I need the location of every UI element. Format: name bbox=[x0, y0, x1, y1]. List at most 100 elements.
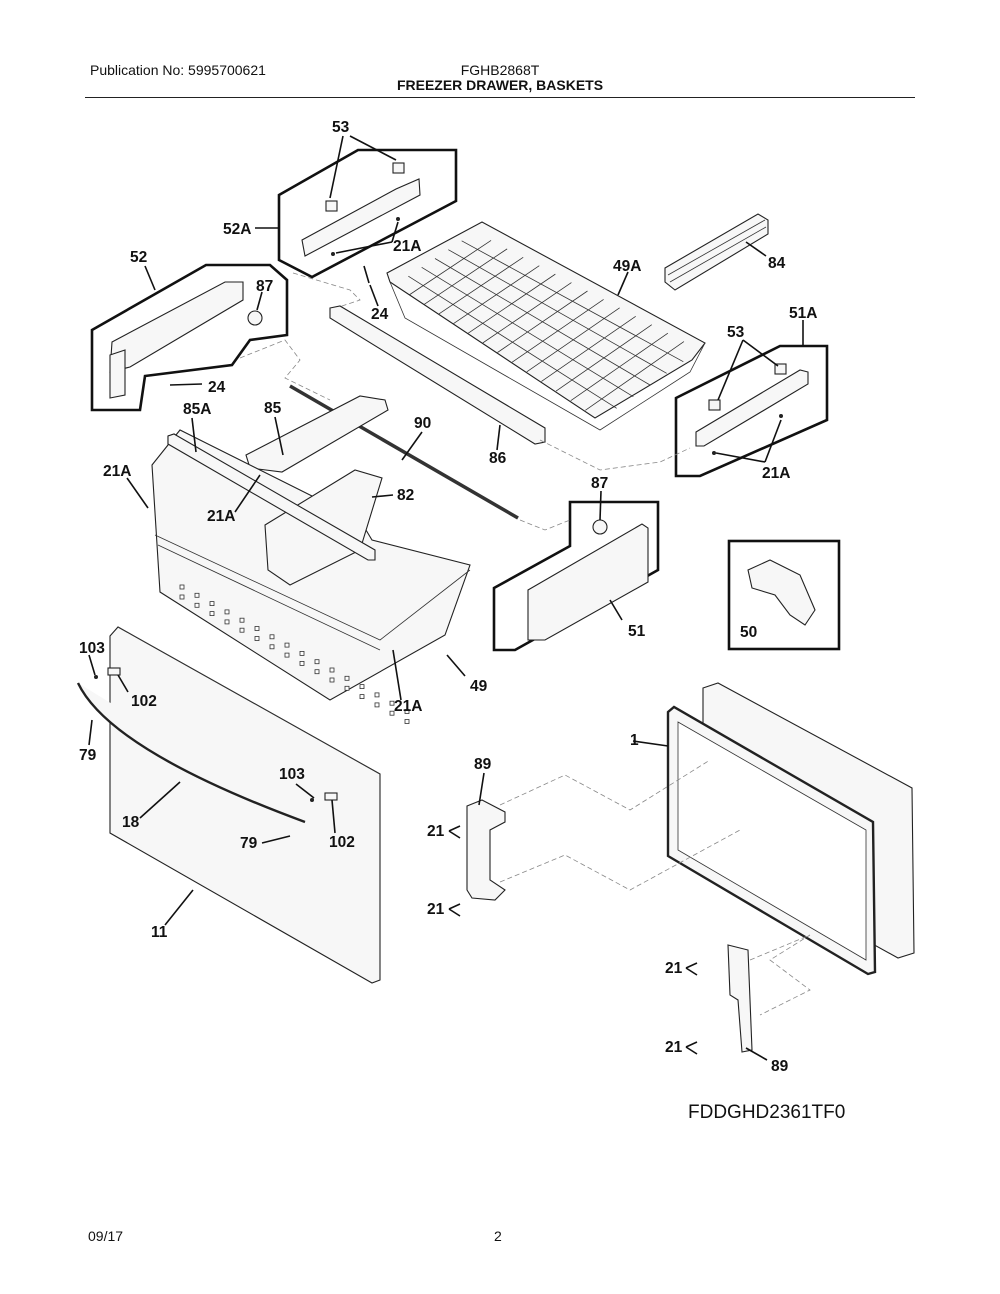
drawer-front-top-edge bbox=[117, 626, 381, 775]
screw-21A-c bbox=[712, 451, 716, 455]
page-title: FREEZER DRAWER, BASKETS bbox=[396, 77, 604, 93]
revision-date: 09/17 bbox=[88, 1228, 124, 1244]
callout-box-52 bbox=[90, 263, 289, 412]
vent-hole bbox=[404, 709, 410, 714]
part-11-drawer-front bbox=[76, 626, 381, 984]
vent-hole bbox=[389, 700, 395, 706]
callout-53: 53 bbox=[727, 324, 745, 341]
slide-rail-52 bbox=[109, 281, 244, 373]
vent-hole bbox=[344, 675, 350, 681]
vent-hole bbox=[254, 626, 260, 631]
part-49A-wire-basket bbox=[386, 221, 706, 431]
endcap-102-right bbox=[324, 792, 338, 801]
callout-49A: 49A bbox=[613, 258, 641, 275]
vent-hole bbox=[269, 644, 275, 650]
callout-79: 79 bbox=[240, 835, 258, 852]
callout-21: 21 bbox=[427, 823, 445, 840]
callout-50: 50 bbox=[740, 624, 757, 641]
vent-hole bbox=[299, 661, 305, 666]
vent-hole bbox=[224, 609, 230, 615]
alignment-line bbox=[539, 439, 691, 471]
vent-hole bbox=[329, 677, 335, 683]
part-90-rod bbox=[289, 384, 519, 520]
vent-hole bbox=[314, 669, 320, 675]
slide-bracket-52 bbox=[109, 349, 126, 399]
vent-hole bbox=[404, 719, 410, 724]
basket-wire bbox=[408, 275, 617, 409]
alignment-line bbox=[239, 339, 331, 401]
vent-hole bbox=[284, 642, 290, 648]
callout-box-51 bbox=[492, 500, 660, 652]
callout-box-50 bbox=[727, 539, 841, 651]
callout-84: 84 bbox=[768, 255, 786, 272]
slide-clip-53-d bbox=[774, 363, 787, 375]
screw-21A-a bbox=[331, 252, 335, 256]
callout-86: 86 bbox=[489, 450, 507, 467]
callout-52: 52 bbox=[130, 249, 147, 266]
vent-hole bbox=[239, 617, 245, 623]
callout-21A: 21A bbox=[762, 465, 790, 482]
basket-wire bbox=[421, 266, 634, 398]
basket-49A-grid bbox=[408, 240, 685, 411]
callout-102: 102 bbox=[131, 693, 157, 710]
part-51A-slide-assembly bbox=[674, 344, 829, 478]
callout-21: 21 bbox=[665, 960, 683, 977]
callout-11: 11 bbox=[151, 924, 168, 941]
slide-clip-53-a bbox=[325, 200, 338, 212]
gear-87-right bbox=[592, 519, 608, 535]
vent-hole bbox=[314, 659, 320, 665]
vent-hole bbox=[269, 634, 275, 640]
part-18-handle bbox=[76, 682, 306, 824]
leader-lines bbox=[88, 135, 804, 1061]
basket-49-rim bbox=[154, 534, 471, 641]
screw-24-lower bbox=[169, 383, 203, 386]
page-number: 2 bbox=[494, 1228, 502, 1244]
vent-hole bbox=[389, 710, 395, 716]
vent-hole bbox=[224, 619, 230, 625]
callout-24: 24 bbox=[208, 379, 226, 396]
vent-hole bbox=[374, 702, 380, 708]
basket-wire bbox=[448, 249, 667, 374]
vent-hole bbox=[194, 602, 200, 608]
callout-85: 85 bbox=[264, 400, 282, 417]
vent-hole bbox=[329, 667, 335, 673]
slide-rail-51A bbox=[695, 369, 809, 447]
screw-103-left bbox=[94, 675, 98, 679]
vent-hole bbox=[359, 684, 365, 689]
callout-box-51A bbox=[674, 344, 829, 478]
vent-hole bbox=[209, 601, 215, 606]
vent-hole bbox=[209, 611, 215, 616]
callout-82: 82 bbox=[397, 487, 414, 504]
vent-hole bbox=[284, 652, 290, 658]
callout-89: 89 bbox=[474, 756, 492, 773]
callout-21A: 21A bbox=[394, 698, 422, 715]
vent-hole bbox=[179, 594, 185, 600]
basket-49A-rim bbox=[386, 221, 706, 419]
callout-52A: 52A bbox=[223, 221, 251, 238]
callout-102: 102 bbox=[329, 834, 355, 851]
callout-21: 21 bbox=[665, 1039, 683, 1056]
vent-hole bbox=[194, 592, 200, 598]
basket-49-vent-holes bbox=[179, 584, 410, 724]
alignment-line bbox=[499, 829, 741, 891]
callout-89: 89 bbox=[771, 1058, 789, 1075]
slide-rail-51 bbox=[527, 523, 649, 641]
vent-hole bbox=[254, 636, 260, 641]
callout-21A: 21A bbox=[207, 508, 235, 525]
gear-87-left bbox=[247, 310, 263, 326]
basket-49A-body bbox=[389, 281, 706, 431]
part-52-slide-assembly bbox=[90, 263, 289, 412]
part-50-box bbox=[727, 539, 841, 651]
model-number: FGHB2868T bbox=[460, 62, 540, 78]
screw-21A-b bbox=[396, 217, 400, 221]
part-89-bracket-lower bbox=[727, 944, 753, 1053]
vent-hole bbox=[359, 694, 365, 699]
part-51-slide-assembly bbox=[492, 500, 660, 652]
vent-hole bbox=[374, 692, 380, 698]
part-52A-slide-assembly bbox=[277, 148, 458, 279]
basket-49-rim-lip bbox=[157, 544, 381, 651]
callout-51A: 51A bbox=[789, 305, 817, 322]
callout-53: 53 bbox=[332, 119, 350, 136]
part-89-bracket-upper bbox=[466, 799, 506, 901]
